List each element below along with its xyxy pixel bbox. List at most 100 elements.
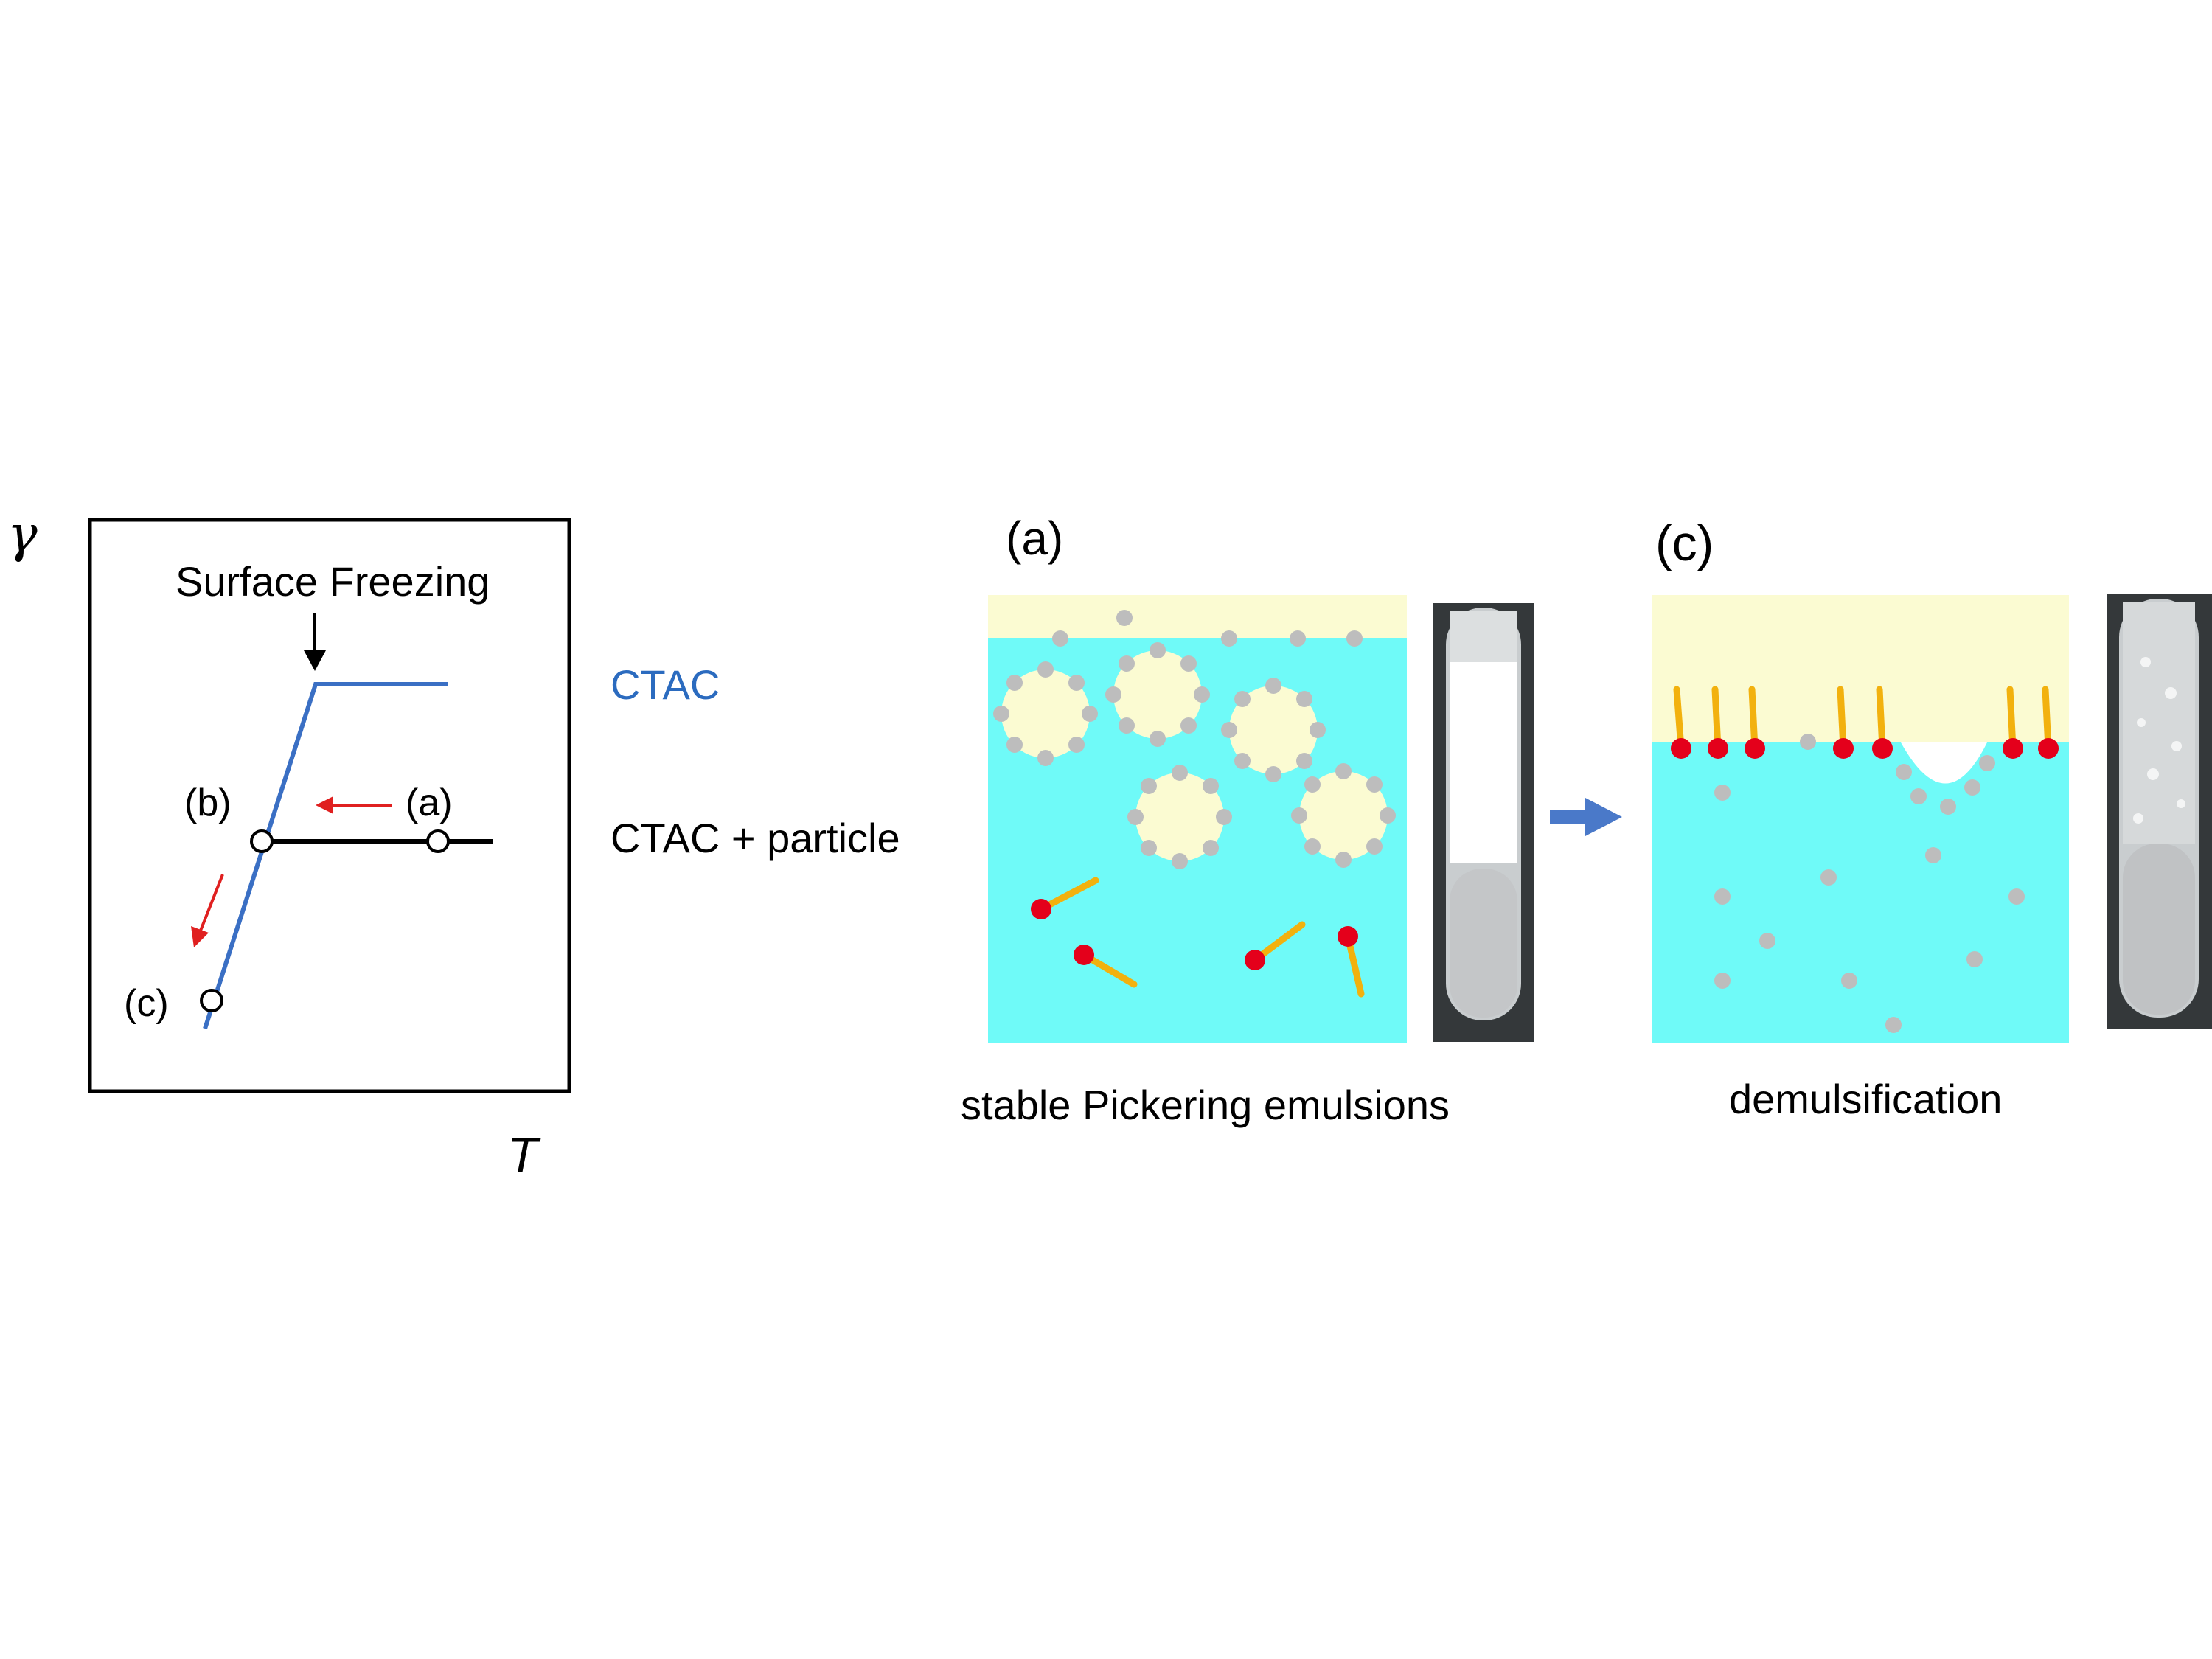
particle [1203, 778, 1219, 794]
particle [1346, 630, 1363, 647]
surfactant-head [1708, 738, 1728, 759]
emulsion-droplet [993, 661, 1098, 766]
panel-a-interface-particles [1052, 610, 1363, 647]
oil-bubble [2147, 768, 2159, 780]
surfactant-head [1671, 738, 1691, 759]
point-c-marker [200, 989, 223, 1012]
panel-c: (c) [1652, 515, 2212, 1122]
surfactant-head [2003, 738, 2023, 759]
gamma-t-plot: γ Surface Freezing (b) (a) (c) T [7, 506, 571, 1183]
particle [1006, 737, 1023, 753]
particle [1366, 776, 1382, 793]
particle [1150, 731, 1166, 747]
red-arrow-b-to-c-shaft [199, 874, 224, 931]
surfactant-molecule [1338, 926, 1365, 998]
legend-ctac: CTAC [611, 661, 720, 708]
particle [1896, 764, 1912, 780]
surfactant-head [1031, 899, 1051, 919]
droplet-core [1113, 650, 1202, 739]
particle [1180, 717, 1197, 734]
particle [1265, 678, 1281, 694]
particle [1221, 630, 1237, 647]
panel-c-caption: demulsification [1729, 1076, 2002, 1122]
surfactant-head [1074, 945, 1094, 965]
legend-ctac-particle: CTAC + particle [611, 815, 900, 861]
particle [1366, 838, 1382, 855]
particle [2008, 888, 2025, 905]
tube-cream-layer [1450, 662, 1517, 863]
emulsion-droplet [1221, 678, 1326, 782]
particle [1127, 809, 1144, 825]
particle [1150, 642, 1166, 658]
panel-c-oil-layer [1652, 595, 2069, 742]
particle [1979, 755, 1995, 771]
particle [1925, 847, 1941, 863]
particle [1221, 722, 1237, 738]
particle [1172, 765, 1188, 781]
panel-a-label: (a) [1006, 512, 1063, 565]
particle [1234, 753, 1251, 769]
droplet-particle-shell [993, 661, 1098, 766]
particle [1304, 838, 1321, 855]
emulsion-droplet [1291, 763, 1396, 868]
point-b-marker [250, 830, 274, 853]
panel-c-water-layer [1652, 742, 2069, 1043]
particle [1234, 691, 1251, 707]
particle [1759, 933, 1775, 949]
particle [1082, 706, 1098, 722]
surface-freezing-arrow-head [304, 650, 326, 671]
legend: CTAC CTAC + particle [611, 661, 900, 861]
surfactant-head [1872, 738, 1893, 759]
particle [1296, 753, 1312, 769]
plot-frame [88, 518, 571, 1093]
surface-freezing-label: Surface Freezing [175, 558, 490, 605]
particle [1116, 610, 1133, 626]
droplet-core [1001, 669, 1090, 758]
point-b-label: (b) [184, 782, 232, 824]
red-arrow-b-to-c-head [191, 926, 209, 947]
particle [1296, 691, 1312, 707]
particle [1800, 734, 1816, 750]
ctac-curve [203, 682, 448, 1029]
oil-bubble [2137, 718, 2146, 727]
panel-a: (a) [961, 512, 1534, 1128]
surfactant-head [1338, 926, 1358, 947]
particle [1203, 840, 1219, 856]
point-a-label: (a) [406, 782, 453, 824]
particle [1290, 630, 1306, 647]
surfactant-molecule [1074, 945, 1138, 988]
particle [1052, 630, 1068, 647]
particle [1885, 1017, 1902, 1033]
particle [1037, 750, 1054, 766]
oil-bubble [2140, 657, 2151, 667]
particle [1310, 722, 1326, 738]
particle [1119, 717, 1135, 734]
particle [1291, 807, 1307, 824]
process-arrow [1550, 798, 1622, 836]
particle [1966, 951, 1983, 967]
process-arrow-shaft [1550, 810, 1588, 824]
particle [1194, 686, 1210, 703]
emulsion-droplet [1127, 765, 1232, 869]
droplet-particle-shell [1105, 642, 1210, 747]
tube-clear-oil-phase [2123, 602, 2195, 844]
droplet-particle-shell [1291, 763, 1396, 868]
process-arrow-head [1585, 798, 1622, 836]
particle [1105, 686, 1121, 703]
particle [1068, 675, 1085, 691]
tube-aqueous-layer [1450, 869, 1517, 1018]
particle [1304, 776, 1321, 793]
particle [1335, 852, 1352, 868]
droplet-particle-shell [1127, 765, 1232, 869]
point-a-marker [426, 830, 450, 853]
panel-c-test-tube-photo [2107, 594, 2212, 1029]
particle [1841, 973, 1857, 989]
particle [1141, 778, 1157, 794]
particle [1335, 763, 1352, 779]
tube-aqueous-layer [2123, 844, 2195, 1015]
particle [993, 706, 1009, 722]
particle [1714, 785, 1731, 801]
particle [1910, 788, 1927, 804]
particle [1119, 655, 1135, 672]
